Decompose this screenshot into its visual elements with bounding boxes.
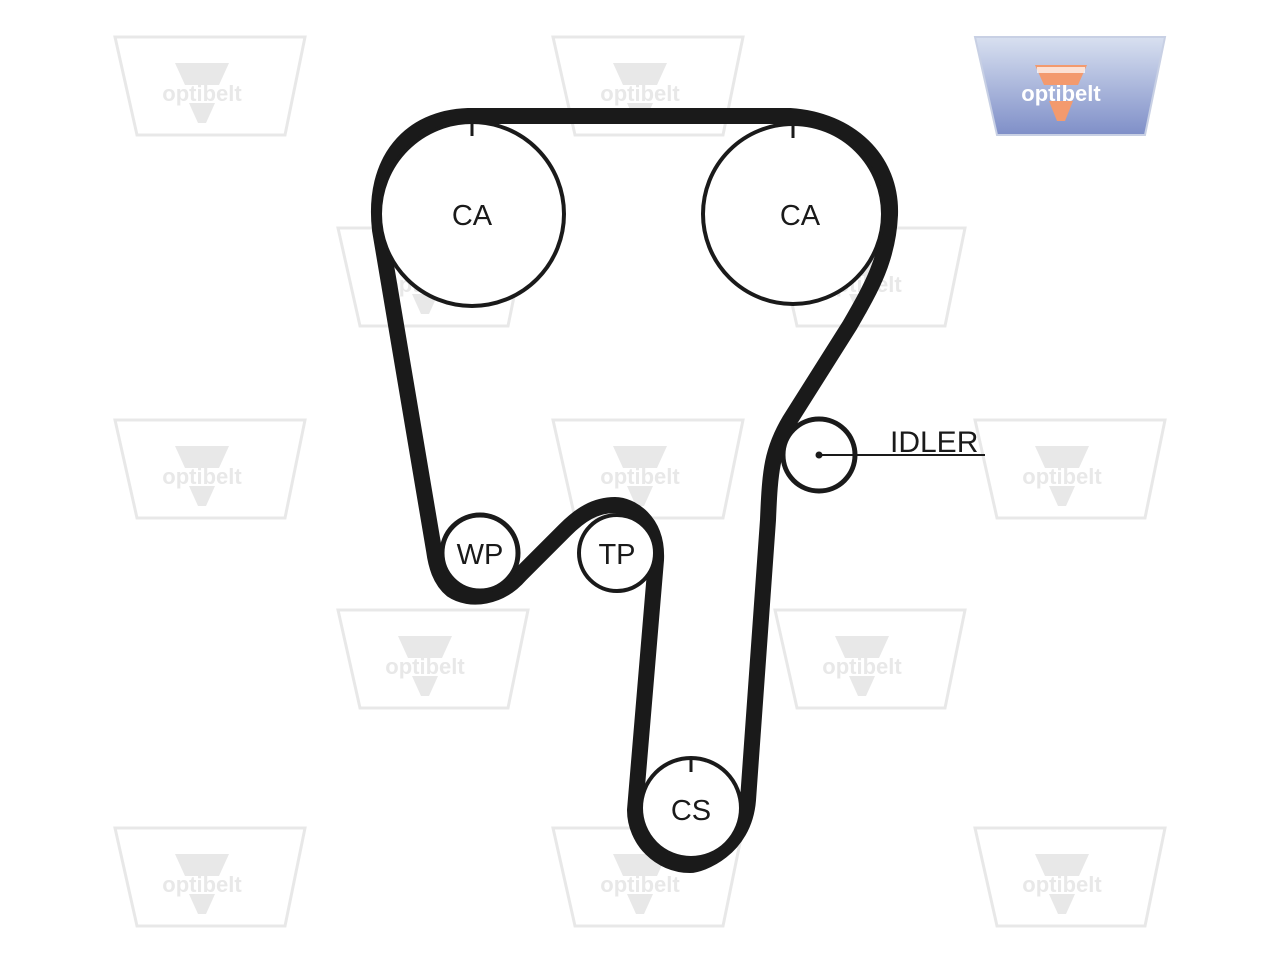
watermark-text: optibelt: [162, 464, 242, 489]
pulley-ca-right: CA: [701, 122, 885, 306]
pulley-label-ca-left: CA: [452, 200, 493, 232]
watermark-tile: optibelt: [113, 35, 307, 137]
watermark-tile: optibelt: [773, 608, 967, 710]
watermark-tile: optibelt: [113, 826, 307, 928]
watermark-tile: optibelt: [973, 418, 1167, 520]
watermark-text: optibelt: [600, 464, 680, 489]
watermark-text: optibelt: [600, 872, 680, 897]
watermark-text: optibelt: [385, 654, 465, 679]
watermark-text: optibelt: [1022, 464, 1102, 489]
watermark-text: optibelt: [1022, 872, 1102, 897]
idler-callout: IDLER: [819, 426, 985, 459]
watermark-tile: optibelt: [113, 418, 307, 520]
pulley-label-ca-right: CA: [780, 200, 821, 232]
brand-logo: optibelt: [973, 36, 1167, 136]
pulley-cs: CS: [639, 756, 743, 860]
watermark-tile: optibelt: [336, 608, 530, 710]
watermark-tile: optibelt: [973, 826, 1167, 928]
brand-logo-text: optibelt: [1021, 81, 1101, 106]
pulley-label-tp: TP: [598, 539, 635, 571]
pulley-group: CA CA WP TP CS: [378, 120, 885, 860]
idler-callout-label: IDLER: [890, 426, 978, 459]
watermark-text: optibelt: [162, 81, 242, 106]
watermark-tile: optibelt: [551, 418, 745, 520]
timing-belt: [370, 108, 899, 873]
pulley-label-wp: WP: [457, 539, 504, 571]
watermark-text: optibelt: [822, 654, 902, 679]
pulley-wp: WP: [439, 512, 521, 594]
pulley-ca-left: CA: [378, 120, 566, 308]
pulley-tp: TP: [577, 513, 657, 593]
watermark-text: optibelt: [162, 872, 242, 897]
watermark-text: optibelt: [600, 81, 680, 106]
pulley-label-cs: CS: [671, 795, 711, 827]
